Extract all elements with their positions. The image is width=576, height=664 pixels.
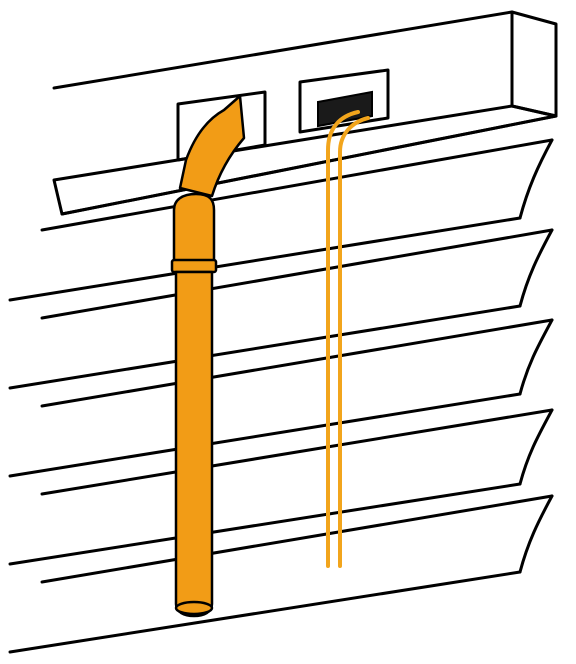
slat-top-edge xyxy=(40,494,554,584)
slat-curved-end xyxy=(518,138,554,220)
slat-top-edge xyxy=(40,228,554,320)
lift-cord-icon xyxy=(326,110,370,568)
tilt-wand-icon xyxy=(170,94,246,618)
slat-curved-end xyxy=(518,228,554,308)
slat-bottom-edge xyxy=(8,392,522,478)
lift-cord-left xyxy=(326,110,360,568)
slat-bottom-edge xyxy=(8,482,522,566)
valance-rail-bottom-edge xyxy=(60,114,558,216)
wand-collar xyxy=(170,258,218,274)
headrail-top-edge xyxy=(52,10,514,90)
headrail xyxy=(52,10,558,172)
cord-bracket xyxy=(298,68,390,134)
slat-bottom-edge xyxy=(8,216,522,302)
slat-top-edge xyxy=(40,408,554,496)
wand-tip xyxy=(174,600,214,616)
wand-hook xyxy=(178,94,246,198)
cord-opening-icon xyxy=(317,90,373,128)
headrail-face xyxy=(54,12,512,172)
lift-cord-right xyxy=(338,116,370,568)
headrail-end-cap xyxy=(510,10,558,118)
slat xyxy=(8,228,554,390)
slat xyxy=(8,138,554,302)
wand-rod xyxy=(174,270,214,618)
slat-top-edge xyxy=(40,318,554,408)
slat-bottom-edge xyxy=(8,304,522,390)
slat-curved-end xyxy=(518,408,554,486)
slat xyxy=(8,318,554,478)
slats xyxy=(8,138,554,654)
slat-curved-end xyxy=(518,318,554,396)
slat xyxy=(8,494,554,654)
slat-bottom-edge xyxy=(8,570,522,654)
wand-connector xyxy=(172,192,216,264)
slat xyxy=(8,408,554,566)
slat-top-edge xyxy=(40,138,554,232)
slat-curved-end xyxy=(518,494,554,574)
valance-rail xyxy=(52,104,558,216)
